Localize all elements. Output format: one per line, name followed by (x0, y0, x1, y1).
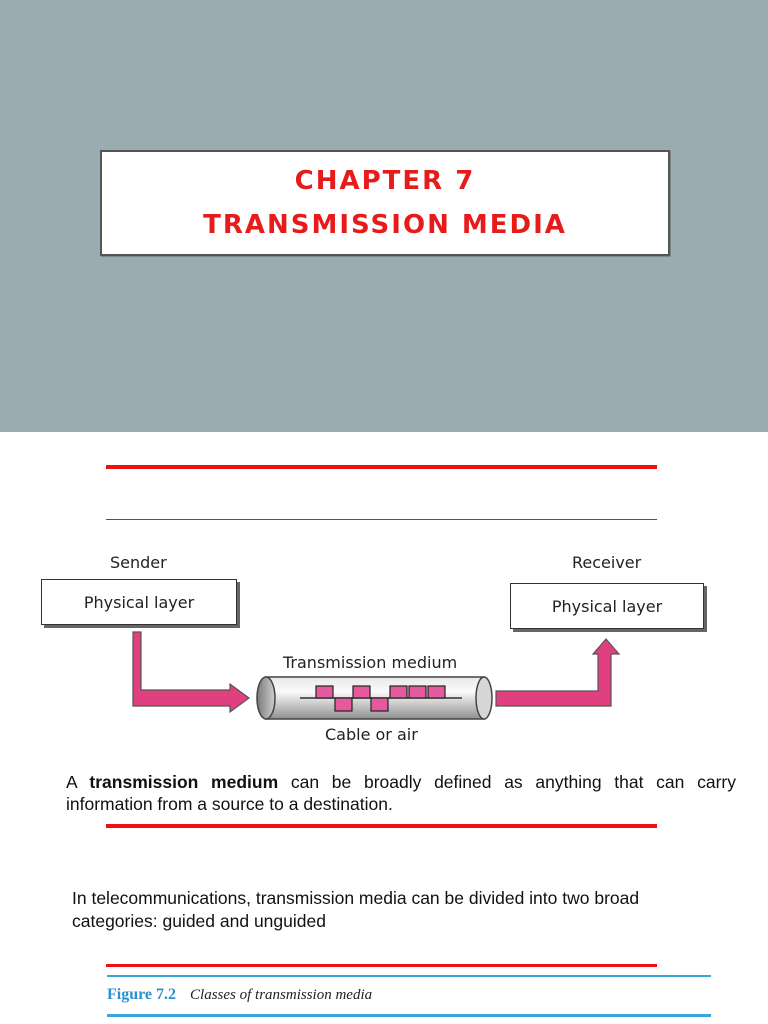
content-slide: Sender Receiver Physical layer Physical … (0, 432, 768, 1024)
definition-prefix: A (66, 772, 90, 792)
figure-number: Figure 7.2 (107, 986, 177, 1003)
definition-term: transmission medium (89, 772, 279, 792)
figure-top-bar (107, 975, 711, 977)
top-thin-rule (106, 519, 657, 520)
medium-sublabel: Cable or air (325, 725, 418, 744)
sender-box-label: Physical layer (83, 592, 195, 612)
figure-bottom-bar (107, 1014, 711, 1017)
medium-cylinder (256, 676, 493, 720)
transmission-diagram (132, 631, 621, 720)
title-slide: CHAPTER 7 TRANSMISSION MEDIA (0, 0, 768, 432)
receiver-box-label: Physical layer (551, 596, 663, 616)
chapter-subtitle: TRANSMISSION MEDIA (203, 210, 567, 240)
title-box: CHAPTER 7 TRANSMISSION MEDIA (100, 150, 670, 256)
figure-title: Classes of transmission media (190, 987, 373, 1003)
medium-label: Transmission medium (283, 653, 458, 672)
chapter-title: CHAPTER 7 (294, 166, 476, 196)
sender-arrow (132, 631, 251, 714)
sender-physical-layer-box: Physical layer (41, 579, 237, 625)
receiver-physical-layer-box: Physical layer (510, 583, 704, 629)
categories-paragraph: In telecommunications, transmission medi… (72, 888, 640, 931)
definition-paragraph: A transmission medium can be broadly def… (66, 771, 736, 815)
receiver-arrow (495, 638, 621, 707)
sender-label: Sender (110, 553, 167, 572)
middle-thick-rule (106, 824, 657, 828)
signal-pulses (315, 685, 446, 712)
receiver-label: Receiver (572, 553, 642, 572)
bottom-red-rule (106, 964, 657, 967)
figure-caption: Figure 7.2 Classes of transmission media (107, 986, 372, 1004)
top-thick-rule (106, 465, 657, 469)
definition-rest: can be broadly defined as anything that … (66, 772, 736, 814)
